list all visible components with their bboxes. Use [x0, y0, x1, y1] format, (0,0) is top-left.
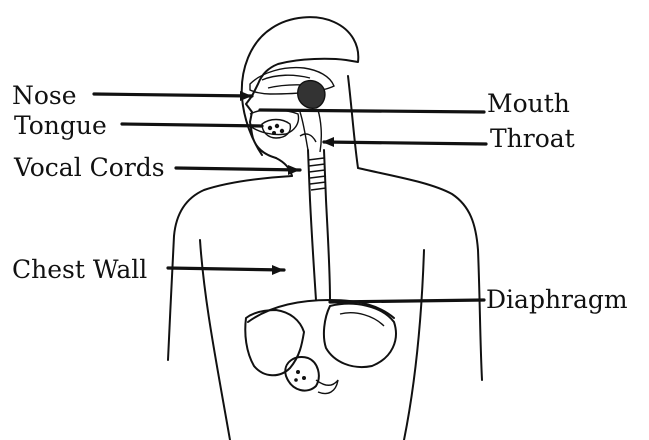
intestine — [285, 357, 319, 391]
larynx-rings — [308, 158, 326, 190]
mouth-label: Mouth — [487, 89, 570, 118]
pharynx — [300, 110, 321, 152]
trachea — [308, 150, 316, 300]
sinus-blob — [298, 81, 325, 109]
nose-pointer — [94, 94, 252, 96]
diaphragm-pointer — [330, 300, 484, 302]
tongue-shape — [262, 120, 290, 139]
liver — [245, 310, 304, 375]
right-shoulder — [358, 168, 482, 380]
throat-label: Throat — [490, 124, 575, 153]
body-outline — [168, 17, 482, 440]
vocal-cords-label: Vocal Cords — [13, 153, 165, 182]
diaphragm-label: Diaphragm — [486, 285, 628, 314]
nose-label: Nose — [12, 81, 77, 110]
abdomen-organs — [245, 300, 396, 394]
intestine-tail — [316, 380, 338, 394]
oral-cavity — [250, 110, 299, 135]
vocal-tract — [250, 68, 334, 300]
throat-pointer — [324, 142, 486, 144]
vocal-cords-pointer — [176, 168, 300, 170]
right-torso-side — [404, 250, 424, 440]
chest-wall-pointer — [168, 268, 284, 270]
chest-wall-label: Chest Wall — [12, 255, 147, 284]
tongue-pointer — [122, 124, 262, 126]
stomach-fold — [340, 313, 384, 326]
mouth-pointer — [260, 110, 484, 112]
tongue-label: Tongue — [14, 111, 107, 140]
trachea-right — [324, 150, 330, 300]
neck-back — [348, 76, 358, 168]
label-pointers — [94, 91, 486, 302]
epiglottis — [300, 134, 316, 142]
